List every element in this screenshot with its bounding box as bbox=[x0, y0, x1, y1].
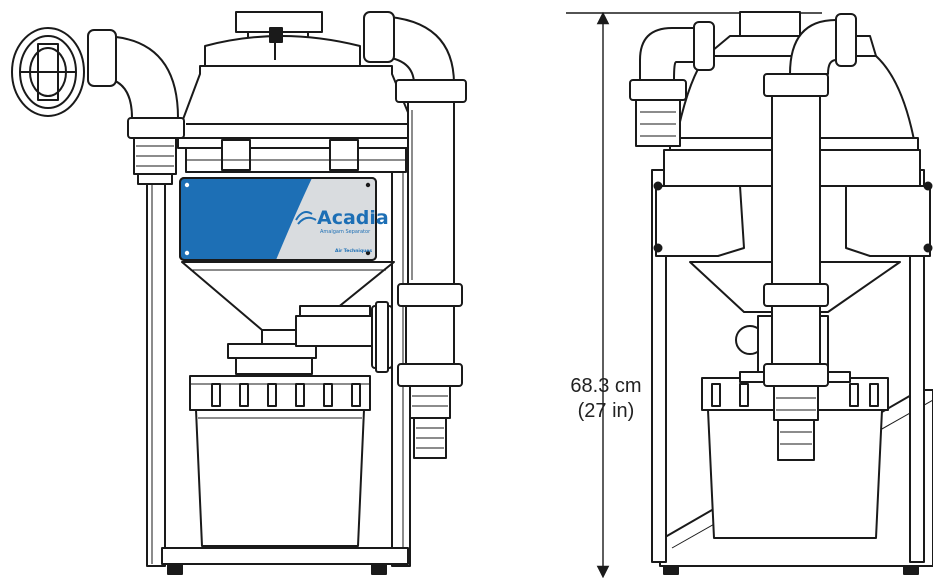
brand-subtitle: Amalgam Separator bbox=[320, 229, 371, 235]
top-fitting bbox=[204, 11, 361, 67]
outlet-valve bbox=[227, 301, 393, 375]
front-view bbox=[11, 11, 467, 575]
swirl-logo-icon bbox=[295, 211, 317, 225]
left-inlet-elbow bbox=[11, 27, 185, 185]
right-outlet-pipe bbox=[363, 11, 467, 459]
side-wings bbox=[653, 181, 933, 257]
height-imperial: (27 in) bbox=[577, 400, 635, 422]
side-left-elbow bbox=[629, 21, 715, 147]
collar bbox=[185, 139, 407, 173]
height-dimension-label: 68.3 cm (27 in) bbox=[548, 374, 664, 424]
side-view bbox=[629, 11, 933, 575]
hopper-top bbox=[177, 65, 415, 149]
side-center-pipe bbox=[763, 13, 857, 461]
maker-mark: Air Techniques bbox=[335, 248, 372, 254]
brand-panel bbox=[179, 177, 377, 261]
brand-name: Acadia bbox=[317, 207, 389, 229]
height-metric: 68.3 cm bbox=[570, 375, 642, 397]
collection-container bbox=[189, 375, 371, 547]
